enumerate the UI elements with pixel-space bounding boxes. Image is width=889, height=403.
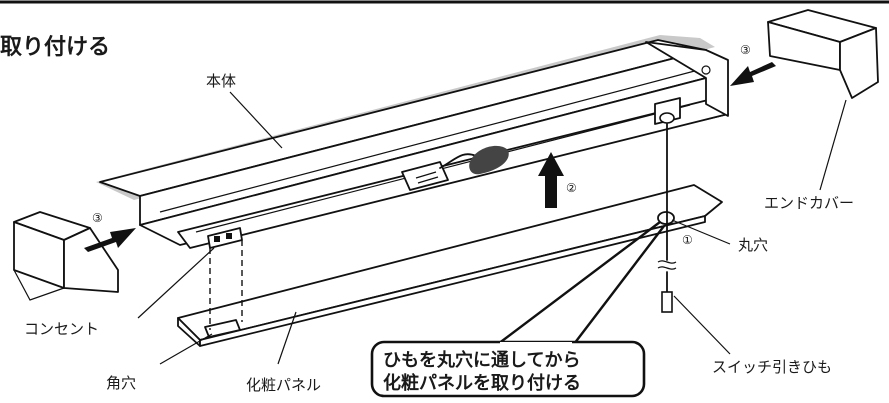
round-hole xyxy=(657,211,675,225)
leader-end-cover xyxy=(819,99,847,191)
leader-switch-cord xyxy=(673,295,731,355)
end-cover-left-edge xyxy=(13,269,65,301)
leader-round-hole xyxy=(671,219,731,245)
cord-pull-knob xyxy=(661,291,673,313)
outlet-slot xyxy=(226,233,232,239)
step1-number: ① xyxy=(682,233,693,247)
cord-grommet xyxy=(659,112,675,124)
square-hole xyxy=(204,319,241,338)
step2-up-arrow xyxy=(538,152,564,208)
callout-pointer xyxy=(497,221,665,345)
label-end-cover: エンドカバー xyxy=(764,194,854,212)
leader-body xyxy=(229,91,283,149)
step3-right-number: ③ xyxy=(740,43,751,57)
callout: ひもを丸穴に通してから 化粧パネルを取り付ける xyxy=(370,221,665,398)
leader-outlet xyxy=(137,247,215,319)
label-outlet: コンセント xyxy=(24,320,99,338)
terminal-detail xyxy=(415,171,439,184)
callout-line1: ひもを丸穴に通してから xyxy=(383,349,580,371)
end-cover-right-side xyxy=(839,27,879,99)
end-cover-left-front xyxy=(63,227,119,293)
step3-left-number: ③ xyxy=(92,211,103,225)
callout-line2: 化粧パネルを取り付ける xyxy=(383,372,581,394)
step3-left-arrow xyxy=(84,228,136,252)
leader-decor-panel xyxy=(277,311,297,365)
label-switch-cord: スイッチ引きひも xyxy=(712,358,832,376)
label-square-hole: 角穴 xyxy=(106,374,136,392)
terminal-block xyxy=(401,161,449,191)
fixture-body xyxy=(96,35,729,249)
cord-block xyxy=(469,145,509,175)
outlet-slot xyxy=(214,236,220,242)
screw-hole xyxy=(701,65,711,75)
label-round-hole: 丸穴 xyxy=(738,236,768,254)
wire xyxy=(439,153,477,169)
switch-cord xyxy=(657,123,677,313)
decor-panel xyxy=(177,184,723,347)
cord-break-mark xyxy=(657,260,677,270)
end-cover-right xyxy=(767,9,879,99)
leader-square-hole xyxy=(159,333,213,365)
title-text: 取り付ける xyxy=(0,35,110,60)
step2-number: ② xyxy=(566,181,577,195)
end-cover-left xyxy=(13,211,119,301)
body-right-end xyxy=(645,41,729,117)
alignment-guide xyxy=(209,240,243,330)
label-decor-panel: 化粧パネル xyxy=(246,376,321,394)
label-body: 本体 xyxy=(206,72,236,90)
body-inner-line xyxy=(159,67,707,213)
panel-front-edge xyxy=(199,215,706,347)
step3-right-arrow xyxy=(730,62,776,86)
